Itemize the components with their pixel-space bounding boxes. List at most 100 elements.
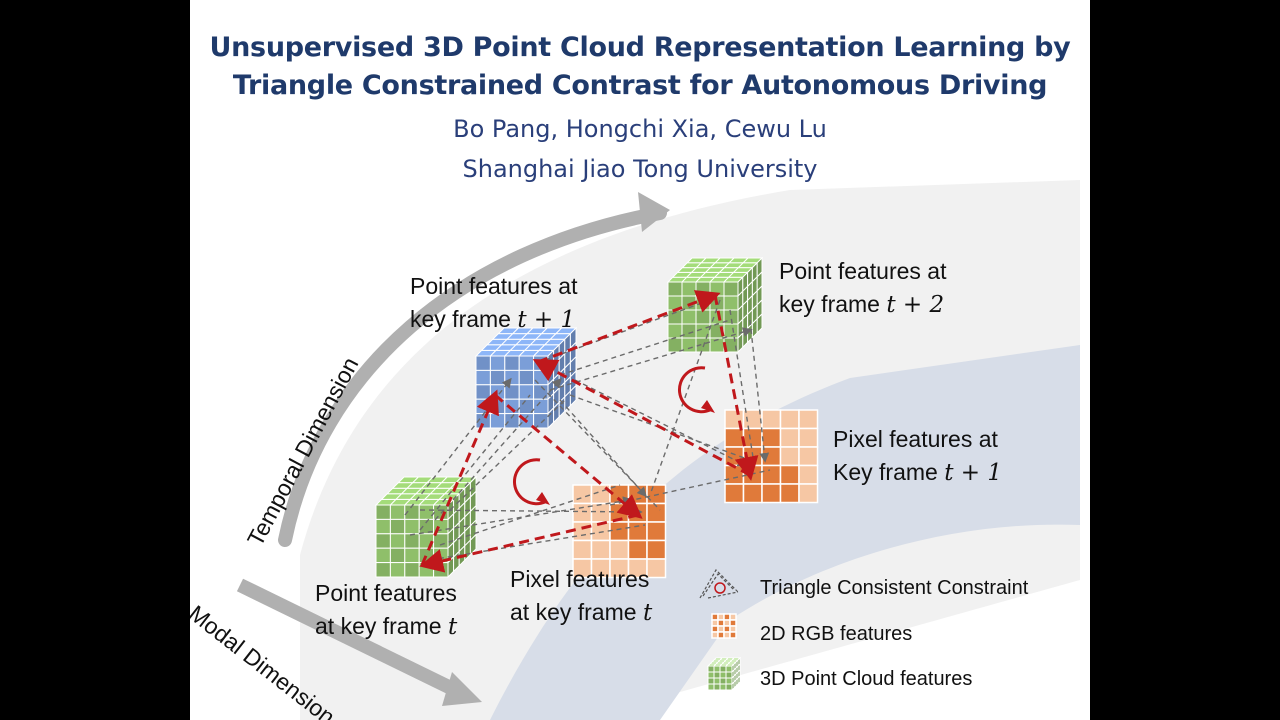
pixel-cell [779, 446, 800, 467]
cube-cell [518, 384, 535, 400]
cube-cell [504, 355, 520, 371]
affiliation: Shanghai Jiao Tong University [462, 155, 818, 183]
pixel-cell [572, 539, 593, 560]
slide: Unsupervised 3D Point Cloud Representati… [190, 0, 1090, 720]
cube-cell [681, 281, 697, 297]
pixel-cell [572, 521, 593, 542]
cube-cell [389, 547, 406, 564]
cube-cell [489, 369, 506, 386]
legend-rgb-icon [711, 613, 737, 639]
cube-cell [719, 677, 727, 685]
authors: Bo Pang, Hongchi Xia, Cewu Lu [453, 115, 827, 143]
legend-pointcloud-icon [706, 656, 742, 692]
pixel-cell [798, 483, 819, 504]
cube-cell [681, 309, 697, 325]
cube-cell [469, 533, 477, 556]
pixel-cell [590, 502, 611, 523]
title-line-2: Triangle Constrained Contrast for Autono… [232, 70, 1048, 101]
cube-cell [719, 671, 727, 679]
cube-cell [504, 384, 520, 400]
cube-cell [504, 369, 520, 386]
cube-cell [404, 547, 420, 564]
pixel-cell [711, 631, 719, 639]
cube-cell [709, 281, 725, 297]
pixel-cell [717, 619, 725, 627]
cube-cell [375, 518, 391, 535]
cube-cell [713, 677, 721, 685]
pixel-cell [646, 539, 667, 560]
pixel-cell [717, 625, 725, 633]
temporal-arrow [278, 206, 667, 547]
cube-cell [375, 562, 391, 578]
pixel-cell [798, 427, 819, 448]
cube-cell [667, 281, 683, 297]
cube-cell [489, 413, 506, 429]
pixel-cell [779, 427, 800, 448]
label-pixel-t: Pixel features at key frame t [510, 566, 653, 626]
cube-cell [389, 504, 406, 520]
cube-cell [725, 677, 733, 685]
cube-cell [433, 562, 449, 578]
cube-cell [518, 355, 535, 371]
letterbox-left [0, 0, 190, 720]
pixel-cell [609, 521, 630, 542]
cube-cell [489, 355, 506, 371]
cube-cell [723, 295, 739, 311]
cube-cell [725, 665, 733, 673]
cube-cell [713, 665, 721, 673]
cube-cell [404, 562, 420, 578]
pixel-cell [723, 613, 731, 621]
pixel-cell [724, 427, 745, 448]
title-line-1: Unsupervised 3D Point Cloud Representati… [209, 32, 1071, 63]
cube-cell [713, 671, 721, 679]
pixel-cell [723, 625, 731, 633]
cube-cell [725, 683, 733, 691]
cube-cell [707, 671, 715, 679]
cube-cell [375, 547, 391, 564]
cube-cell [375, 533, 391, 549]
cube-cell [725, 671, 733, 679]
cube-cell [475, 384, 491, 400]
pixel-cell [742, 409, 763, 430]
pixel-cell [724, 483, 745, 504]
label-pixel-t1: Pixel features at Key frame t + 1 [833, 426, 1002, 486]
pixel-cell [798, 464, 819, 485]
cube-cell [504, 413, 520, 429]
triangle-constraint-arrows [419, 290, 759, 573]
point-cube-t1 [474, 326, 578, 430]
pixel-cell [572, 484, 593, 505]
pixel-cell [609, 539, 630, 560]
pixel-cell [779, 483, 800, 504]
cube-cell [756, 312, 763, 335]
cube-cell [389, 533, 406, 549]
modal-band [490, 345, 1080, 720]
pixel-cell [761, 409, 782, 430]
pixel-cell [717, 613, 725, 621]
cube-cell [533, 369, 549, 386]
cube-cell [707, 665, 715, 673]
cube-cell [475, 369, 491, 386]
cube-cell [404, 518, 420, 535]
cube-cell [475, 355, 491, 371]
temporal-arrow-head [638, 192, 670, 232]
point-cube-t2 [666, 256, 764, 354]
cube-cell [723, 281, 739, 297]
legend-triangle-label: Triangle Consistent Constraint [760, 577, 1029, 599]
legend-triangle-icon [699, 569, 739, 599]
pixel-cell [711, 619, 719, 627]
legend-rgb-label: 2D RGB features [760, 623, 913, 645]
pixel-cell [723, 631, 731, 639]
pixel-cell [779, 464, 800, 485]
diagram-graphics [236, 180, 1080, 720]
pixel-cell [723, 619, 731, 627]
cube-cell [719, 665, 727, 673]
label-point-t1: Point features at key frame t + 1 [410, 273, 578, 333]
pixel-cell [742, 427, 763, 448]
legend-pointcloud-label: 3D Point Cloud features [760, 668, 973, 690]
cube-cell [518, 369, 535, 386]
label-point-t2: Point features at key frame t + 2 [779, 258, 947, 318]
pixel-cell [729, 631, 737, 639]
modal-arrow [236, 578, 459, 697]
cube-cell [375, 504, 391, 520]
pixel-cell [711, 613, 719, 621]
